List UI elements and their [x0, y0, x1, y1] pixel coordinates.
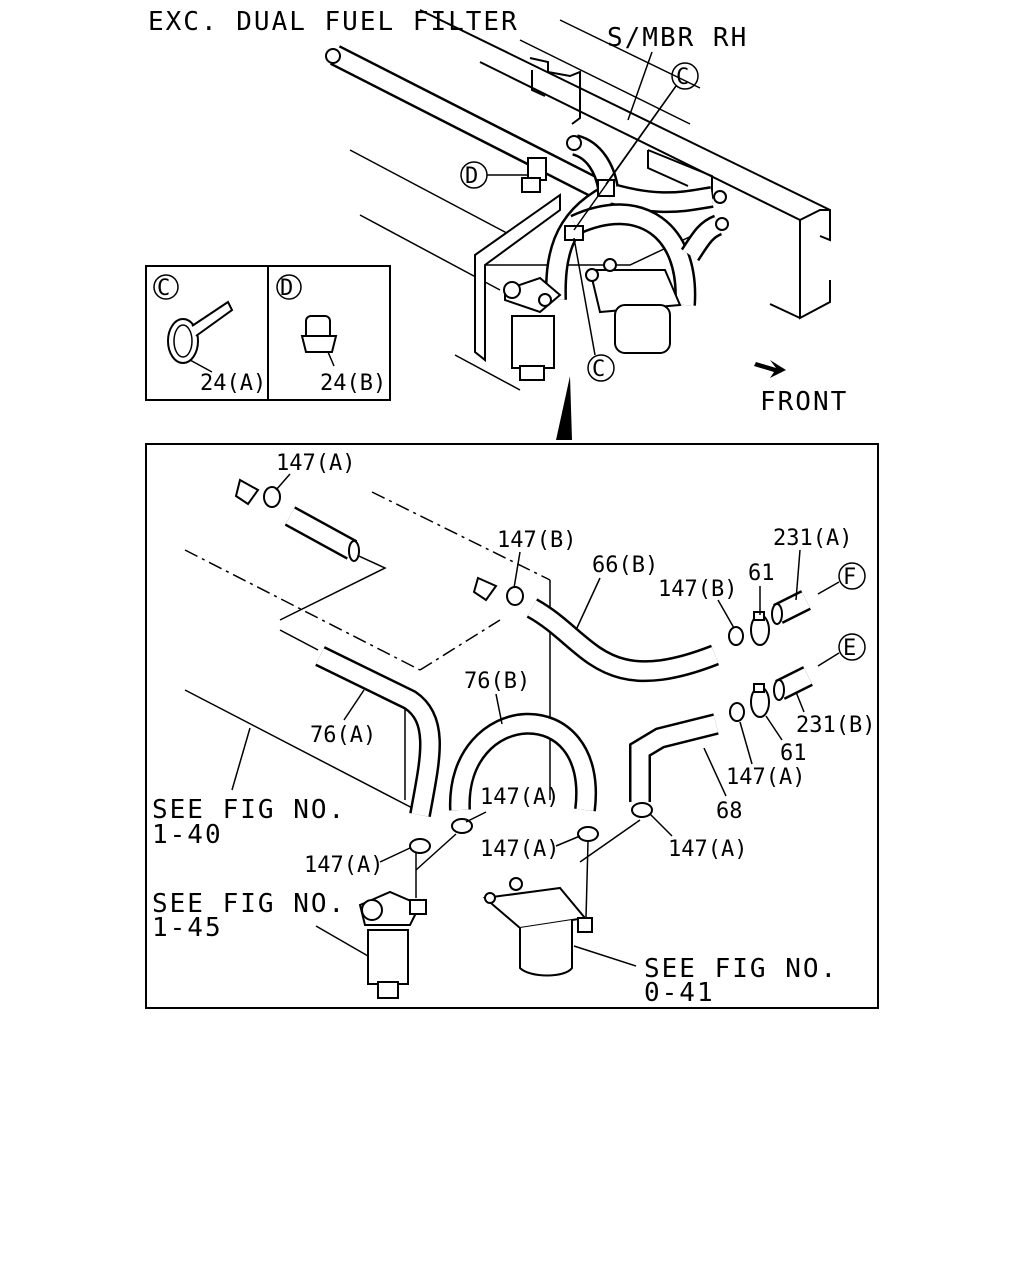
- hose-upper-left: [284, 506, 360, 562]
- label-68: 68: [716, 799, 743, 824]
- svg-text:0-41: 0-41: [644, 978, 715, 1008]
- clamp-147b-right: [728, 626, 744, 646]
- marker-e: E: [817, 633, 866, 667]
- overview-callout-c-bottom: C: [573, 237, 615, 382]
- svg-text:24(B): 24(B): [320, 371, 386, 396]
- hose-66b: [526, 598, 720, 683]
- clamp-147a-lower-right: [631, 802, 653, 818]
- hose-76b: [448, 712, 598, 812]
- filter-right-0-41: [482, 819, 641, 977]
- clamp-147a-top: [234, 478, 281, 508]
- detail-box-d: D 24(B): [267, 265, 391, 401]
- clamp-147b-mid: [472, 576, 524, 606]
- label-147a-left: 147(A): [304, 853, 383, 878]
- svg-text:SEE FIG NO.: SEE FIG NO.: [152, 795, 346, 825]
- svg-text:F: F: [843, 565, 856, 590]
- detail-pointer-wedge: [556, 376, 572, 440]
- front-arrow-icon: [754, 360, 786, 378]
- label-147b-mid: 147(B): [497, 528, 576, 553]
- diagram-title: EXC. DUAL FUEL FILTER: [148, 7, 519, 37]
- overview-clip-c-upper: [597, 179, 615, 197]
- filter-left-1-45: [358, 833, 457, 999]
- svg-text:E: E: [843, 636, 856, 661]
- label-76a: 76(A): [310, 723, 376, 748]
- label-147b-right: 147(B): [658, 577, 737, 602]
- panel-frame-lines: [184, 491, 551, 813]
- svg-text:C: C: [592, 357, 605, 382]
- overview-clip-c-lower: [564, 225, 584, 241]
- hose-231a: [771, 590, 811, 625]
- label-147a-center: 147(A): [480, 785, 559, 810]
- overview-clip-d: [521, 157, 547, 193]
- label-66b: 66(B): [592, 553, 658, 578]
- label-231a: 231(A): [773, 526, 852, 551]
- clamp-147a-center2: [577, 826, 599, 842]
- label-147a-center2: 147(A): [480, 837, 559, 862]
- label-147a-lower-right: 147(A): [668, 837, 747, 862]
- svg-text:1-40: 1-40: [152, 820, 223, 850]
- label-147a-top: 147(A): [276, 451, 355, 476]
- side-member-frame: [349, 9, 831, 391]
- hose-68: [629, 713, 719, 802]
- label-231b: 231(B): [796, 713, 875, 738]
- overview-callout-c-top: C: [573, 62, 699, 231]
- svg-text:24(A): 24(A): [200, 371, 266, 396]
- reference-fig-1-45: SEE FIG NO. 1-45: [152, 889, 369, 957]
- label-76b: 76(B): [464, 669, 530, 694]
- label-61-top: 61: [748, 561, 775, 586]
- reference-fig-1-40: SEE FIG NO. 1-40: [152, 727, 346, 850]
- overview-filter-left: [503, 276, 562, 381]
- svg-text:D: D: [465, 164, 478, 189]
- clamp-147a-left: [409, 838, 431, 854]
- reference-fig-0-41: SEE FIG NO. 0-41: [573, 945, 838, 1008]
- exploded-view-frame: [145, 443, 879, 1009]
- detail-box-c: C 24(A): [145, 265, 269, 401]
- hose-76a: [315, 646, 441, 817]
- clamp-147a-right: [729, 702, 745, 722]
- label-147a-right: 147(A): [726, 765, 805, 790]
- clamp-147a-center: [451, 818, 473, 834]
- label-61-bottom: 61: [780, 741, 807, 766]
- overview-callout-d: D: [460, 161, 528, 189]
- svg-text:C: C: [676, 65, 689, 90]
- svg-text:D: D: [280, 276, 293, 301]
- front-label: FRONT: [760, 387, 848, 417]
- overview-filter-right: [585, 258, 682, 354]
- clamp-61-bottom: [750, 683, 770, 718]
- marker-f: F: [817, 562, 866, 595]
- hose-231b: [773, 666, 813, 701]
- svg-text:SEE FIG NO.: SEE FIG NO.: [644, 954, 838, 984]
- svg-text:1-45: 1-45: [152, 913, 223, 943]
- frame-label: S/MBR RH: [607, 23, 748, 53]
- svg-text:C: C: [157, 276, 170, 301]
- clamp-61-top: [750, 611, 770, 646]
- svg-text:SEE FIG NO.: SEE FIG NO.: [152, 889, 346, 919]
